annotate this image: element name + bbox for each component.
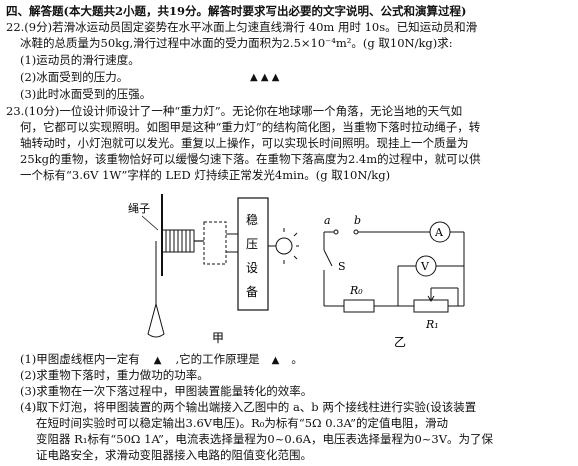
q23-sub4-line1: (4)取下灯泡，将甲图装置的两个输出端接入乙图中的 a、b 两个接线柱进行实验(… (20, 400, 477, 414)
switch-label: S (338, 260, 346, 273)
resistor-r1-label: R₁ (425, 318, 439, 331)
switch-icon (323, 249, 333, 267)
q23-sub4-line4: 证电路安全，求滑动变阻器接入电路的阻值变化范围。 (36, 448, 312, 462)
resistor-r0-label: R₀ (349, 284, 363, 297)
q23-sub4-line3: 变阻器 R₁标有“50Ω 1A”，电流表选择量程为0~0.6A，电压表选择量程为… (36, 432, 494, 446)
terminal-b (353, 229, 359, 235)
q23-sub4-line2: 在短时间实验时可以稳定输出3.6V电压)。R₀为标有“5Ω 0.3A”的定值电阻… (36, 416, 449, 430)
regulator-char-1: 稳 (246, 212, 258, 227)
q23-blank2-mark: ▲ (271, 355, 280, 366)
regulator-char-3: 设 (246, 261, 258, 275)
q23-points: (10分) (24, 104, 60, 118)
weight-icon (147, 302, 165, 338)
regulator-box (237, 197, 269, 311)
q22-sub2-text: (2)冰面受到的压力。 (20, 70, 129, 84)
q23-sub3: (3)求重物在一次下落过程中，甲图装置能量转化的效率。 (20, 384, 313, 398)
q22-points: (9分) (24, 20, 53, 34)
q22-number: 22. (6, 20, 25, 34)
regulator-char-2: 压 (246, 237, 258, 251)
terminal-b-label: b (354, 214, 361, 227)
q23-line1: 23.(10分)一位设计师设计了一种“重力灯”。无论你在地球哪一个角落，无论当地… (6, 104, 572, 119)
coil-icon (161, 229, 195, 253)
terminal-a (333, 229, 339, 235)
figure-yi-caption: 乙 (394, 335, 406, 349)
q22-stem-line1: 22.(9分)若滑冰运动员固定姿势在水平冰面上匀速直线滑行 40m 用时 10s… (6, 20, 572, 35)
q23-sub1: (1)甲图虚线框内一定有 ▲ ,它的工作原理是 ▲ 。 (20, 352, 572, 368)
voltmeter-label: V (420, 260, 430, 273)
q22-sub1: (1)运动员的滑行速度。 (20, 53, 140, 67)
figure-yi: a b A S R₀ R₁ V 乙 (323, 214, 465, 349)
figure-jia-caption: 甲 (212, 331, 224, 345)
resistor-r0 (343, 299, 375, 313)
terminal-a-label: a (324, 214, 331, 227)
rope-label: 绳子 (128, 201, 150, 215)
q23-text1: 一位设计师设计了一种“重力灯”。无论你在地球哪一个角落，无论当地的天气如 (59, 104, 463, 118)
q23-line3: 轴转动时，小灯泡就可以发光。重复以上操作，可以实现长时间照明。现挂上一个质量为 (20, 136, 469, 150)
q22-stem-line2: 冰鞋的总质量为50kg,滑行过程中冰面的受力面积为2.5×10⁻⁴m²。(g 取… (20, 36, 453, 50)
q23-number: 23. (6, 104, 25, 118)
q23-blank1-mark: ▲ (153, 355, 162, 366)
q23-sub2: (2)求重物下落时，重力做功的功率。 (20, 368, 209, 382)
q22-sub3: (3)此时冰面受到的压强。 (20, 87, 152, 101)
q23-line5: 一个标有“3.6V 1W”字样的 LED 灯持续正常发光4min。(g 取10N… (20, 168, 391, 182)
q23-line2: 何，它都可以实现照明。如图甲是这种“重力灯”的结构简化图，当重物下落时拉动绳子，… (20, 120, 481, 134)
q22-answer-marks: ▲ ▲ ▲ (250, 72, 280, 83)
q22-stem-text1: 若滑冰运动员固定姿势在水平冰面上匀速直线滑行 40m 用时 10s。已知运动员和… (52, 20, 478, 34)
lamp-icon (268, 228, 299, 264)
regulator-char-4: 备 (246, 285, 258, 299)
dashed-box (203, 221, 227, 265)
ammeter-label: A (434, 226, 444, 239)
q23-sub1-text-b: ,它的工作原理是 (175, 352, 260, 366)
q23-line4: 25kg的重物，该重物恰好可以缓慢匀速下落。在重物下落高度为2.4m的过程中，就… (20, 152, 481, 166)
rope-label-pointer (141, 215, 159, 231)
figure-jia: 绳子 稳 压 设 备 (128, 194, 299, 345)
section-title: 四、解答题(本大题共2小题，共19分。解答时要求写出必要的文字说明、公式和演算过… (6, 4, 467, 18)
q22-sub2: (2)冰面受到的压力。 ▲ ▲ ▲ (20, 70, 572, 85)
q23-sub1-end: 。 (291, 352, 303, 366)
q23-sub1-text-a: (1)甲图虚线框内一定有 (20, 352, 140, 366)
slider-arrow-icon (427, 295, 435, 302)
